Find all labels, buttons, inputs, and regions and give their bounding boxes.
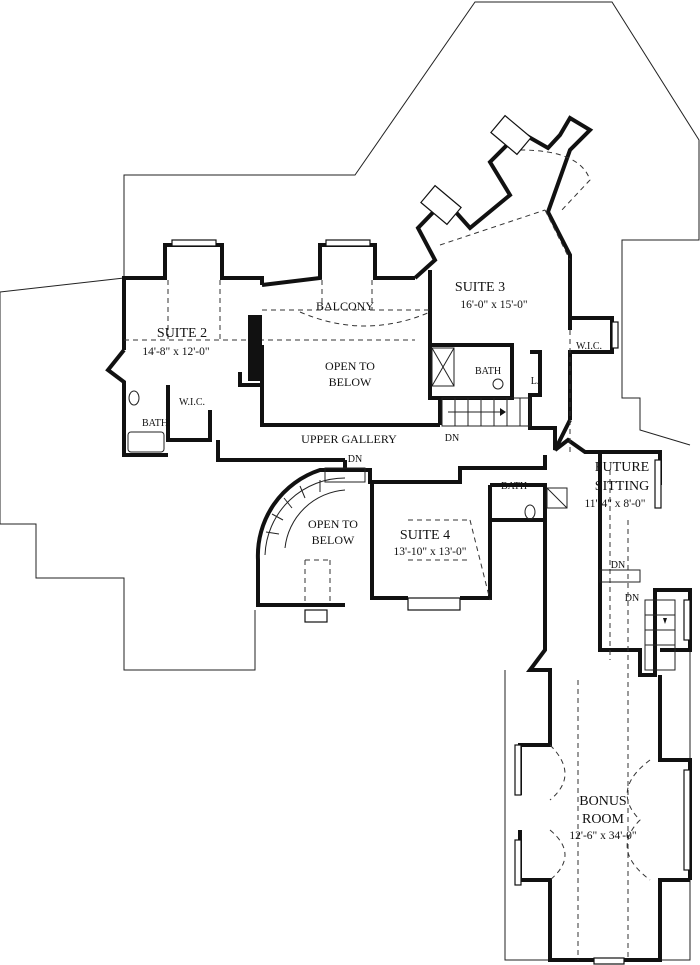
dn-gallery: DN bbox=[445, 433, 459, 444]
stair-labels: DN DN DN DN bbox=[348, 433, 639, 604]
dn-right-2: DN bbox=[625, 593, 639, 604]
bonus-name-2: ROOM bbox=[582, 812, 625, 827]
suite2-name: SUITE 2 bbox=[157, 326, 207, 341]
future-name-2: SITTING bbox=[595, 479, 649, 494]
suite3-name: SUITE 3 bbox=[455, 280, 505, 295]
stair-spiral bbox=[264, 467, 366, 556]
suite4-name: SUITE 4 bbox=[400, 528, 450, 543]
suite3-wic-label: W.I.C. bbox=[576, 341, 602, 352]
suite4-dims: 13'-10" x 13'-0" bbox=[394, 546, 467, 558]
suite2-dims: 14'-8" x 12'-0" bbox=[142, 346, 209, 358]
stair-gallery bbox=[441, 397, 531, 427]
upper-gallery-label: UPPER GALLERY bbox=[301, 432, 397, 446]
dn-top: DN bbox=[348, 454, 362, 465]
ceiling-lines bbox=[124, 149, 651, 960]
open-below-2-line2: BELOW bbox=[312, 533, 355, 547]
linen-label: L. bbox=[531, 376, 540, 387]
windows bbox=[171, 114, 691, 965]
open-below-1-line2: BELOW bbox=[329, 375, 372, 389]
stair-right bbox=[599, 569, 676, 671]
open-below-1-line1: OPEN TO bbox=[325, 359, 375, 373]
chimney bbox=[248, 315, 262, 381]
bonus-dims: 12'-6" x 34'-0" bbox=[569, 830, 636, 842]
suite2-bath-label: BATH bbox=[142, 418, 168, 429]
fixtures bbox=[127, 347, 568, 520]
future-dims: 11'-4" x 8'-0" bbox=[584, 498, 645, 510]
room-labels: SUITE 2 14'-8" x 12'-0" SUITE 3 16'-0" x… bbox=[142, 280, 649, 842]
bonus-name-1: BONUS bbox=[579, 794, 626, 809]
suite3-dims: 16'-0" x 15'-0" bbox=[460, 299, 527, 311]
suite3-bath-label: BATH bbox=[475, 366, 501, 377]
suite4-bath-label: BATH bbox=[501, 481, 527, 492]
balcony-label: BALCONY bbox=[316, 299, 374, 313]
open-below-2-line1: OPEN TO bbox=[308, 517, 358, 531]
dn-right-1: DN bbox=[611, 560, 625, 571]
suite2-wic-label: W.I.C. bbox=[179, 397, 205, 408]
future-name-1: FUTURE bbox=[595, 460, 649, 475]
